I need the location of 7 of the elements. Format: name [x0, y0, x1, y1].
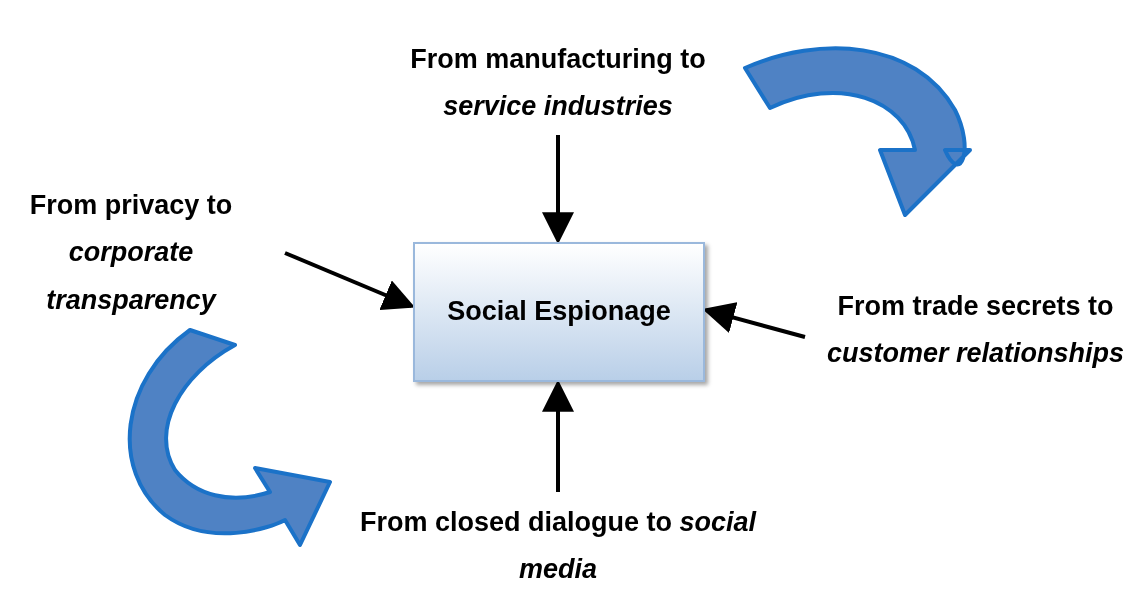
- label-text: From privacy to corporate transparency: [28, 189, 234, 317]
- arrow: [542, 135, 574, 245]
- process-box: [413, 242, 705, 382]
- box-label: Social Espionage: [447, 295, 671, 329]
- label-text: From trade secrets to customer relationships: [825, 289, 1126, 370]
- label-text: From closed dialogue to social media: [358, 505, 758, 586]
- label-text: From manufacturing to service industries: [409, 42, 707, 123]
